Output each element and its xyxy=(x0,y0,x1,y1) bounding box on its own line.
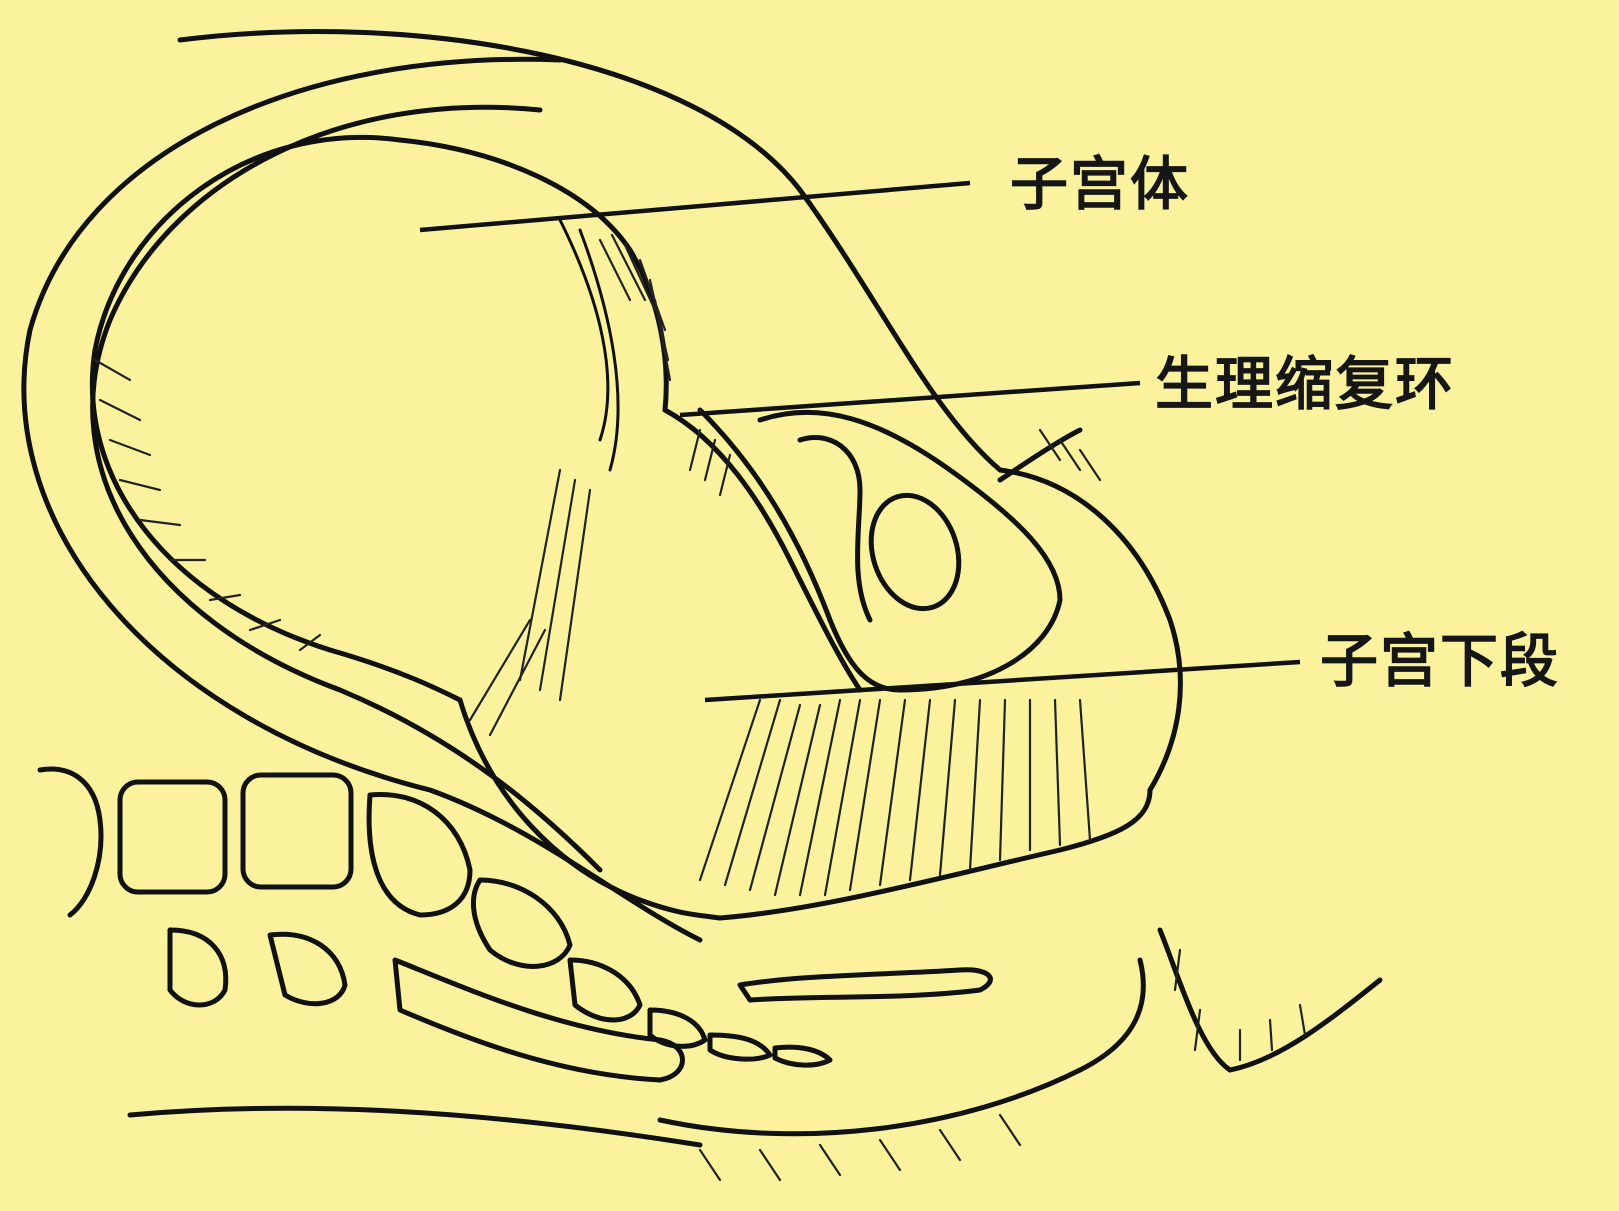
urethra-shape xyxy=(800,437,870,620)
rectum-shape xyxy=(740,970,990,1000)
retraction-ring-hatching xyxy=(560,220,670,470)
retraction-ring-leader xyxy=(680,383,1140,415)
uterine-body-leader xyxy=(420,183,970,230)
pubic-region xyxy=(1000,430,1080,480)
baseline-contour xyxy=(130,1108,700,1145)
cervix-region xyxy=(760,412,1060,690)
bladder-shape xyxy=(857,484,973,620)
posterior-wall xyxy=(660,960,1143,1134)
abdominal-wall-outline xyxy=(180,32,1000,470)
lower-segment-belly xyxy=(460,700,720,918)
lower-segment-hatching xyxy=(470,430,1090,895)
label-uterine-body: 子宫体 xyxy=(1010,155,1190,213)
symphysis-contour xyxy=(1000,470,1180,790)
perineum-curve xyxy=(1160,930,1380,1070)
uterine-body-upper-contour xyxy=(400,140,666,410)
label-physiological-retraction-ring: 生理缩复环 xyxy=(1155,355,1455,413)
uterine-body-outline xyxy=(92,137,460,700)
label-lower-uterine-segment: 子宫下段 xyxy=(1320,632,1560,690)
spine-vertebrae xyxy=(40,769,830,1080)
